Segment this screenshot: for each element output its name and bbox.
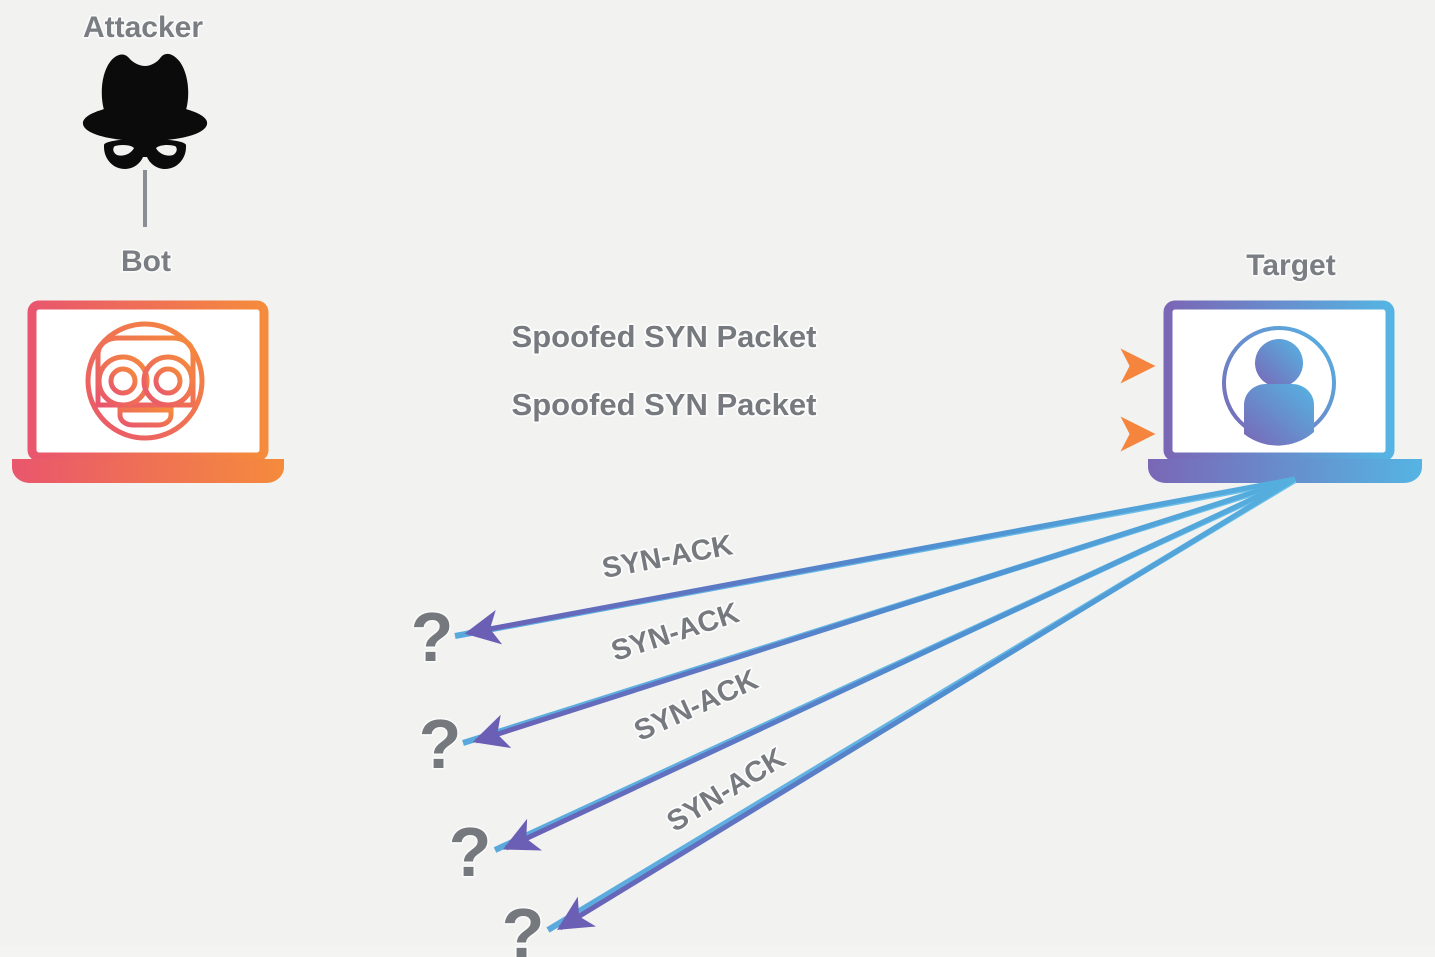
target-label: Target <box>1246 249 1335 282</box>
robot-face-icon <box>85 321 205 441</box>
bot-label: Bot <box>121 245 171 278</box>
question-mark-3: ? <box>449 813 492 891</box>
spoofed-syn-label-2: Spoofed SYN Packet <box>512 387 817 422</box>
attacker-hat-mask-icon <box>82 53 208 169</box>
target-laptop-base <box>1148 459 1422 483</box>
attacker-label: Attacker <box>83 11 203 44</box>
spoofed-syn-label-1: Spoofed SYN Packet <box>512 319 817 354</box>
target-node: Target <box>1148 248 1422 483</box>
bot-laptop-base <box>12 459 284 483</box>
bot-node: Bot <box>12 244 284 483</box>
unreachable-host-markers: ? ? ? ? <box>409 597 546 957</box>
user-avatar-icon <box>1222 326 1336 446</box>
attacker-node: Attacker <box>81 10 208 169</box>
bottom-strip <box>0 945 1435 957</box>
spoofed-syn-arrows: Spoofed SYN Packet Spoofed SYN Packet <box>266 317 1156 452</box>
question-mark-4: ? <box>502 894 545 957</box>
question-mark-2: ? <box>419 705 462 783</box>
question-mark-1: ? <box>411 598 454 676</box>
syn-ack-arrow-2 <box>472 476 1296 749</box>
syn-ack-arrow-3 <box>502 476 1297 851</box>
syn-ack-arrow-4 <box>557 476 1297 931</box>
syn-ack-arrow-1 <box>464 476 1296 645</box>
